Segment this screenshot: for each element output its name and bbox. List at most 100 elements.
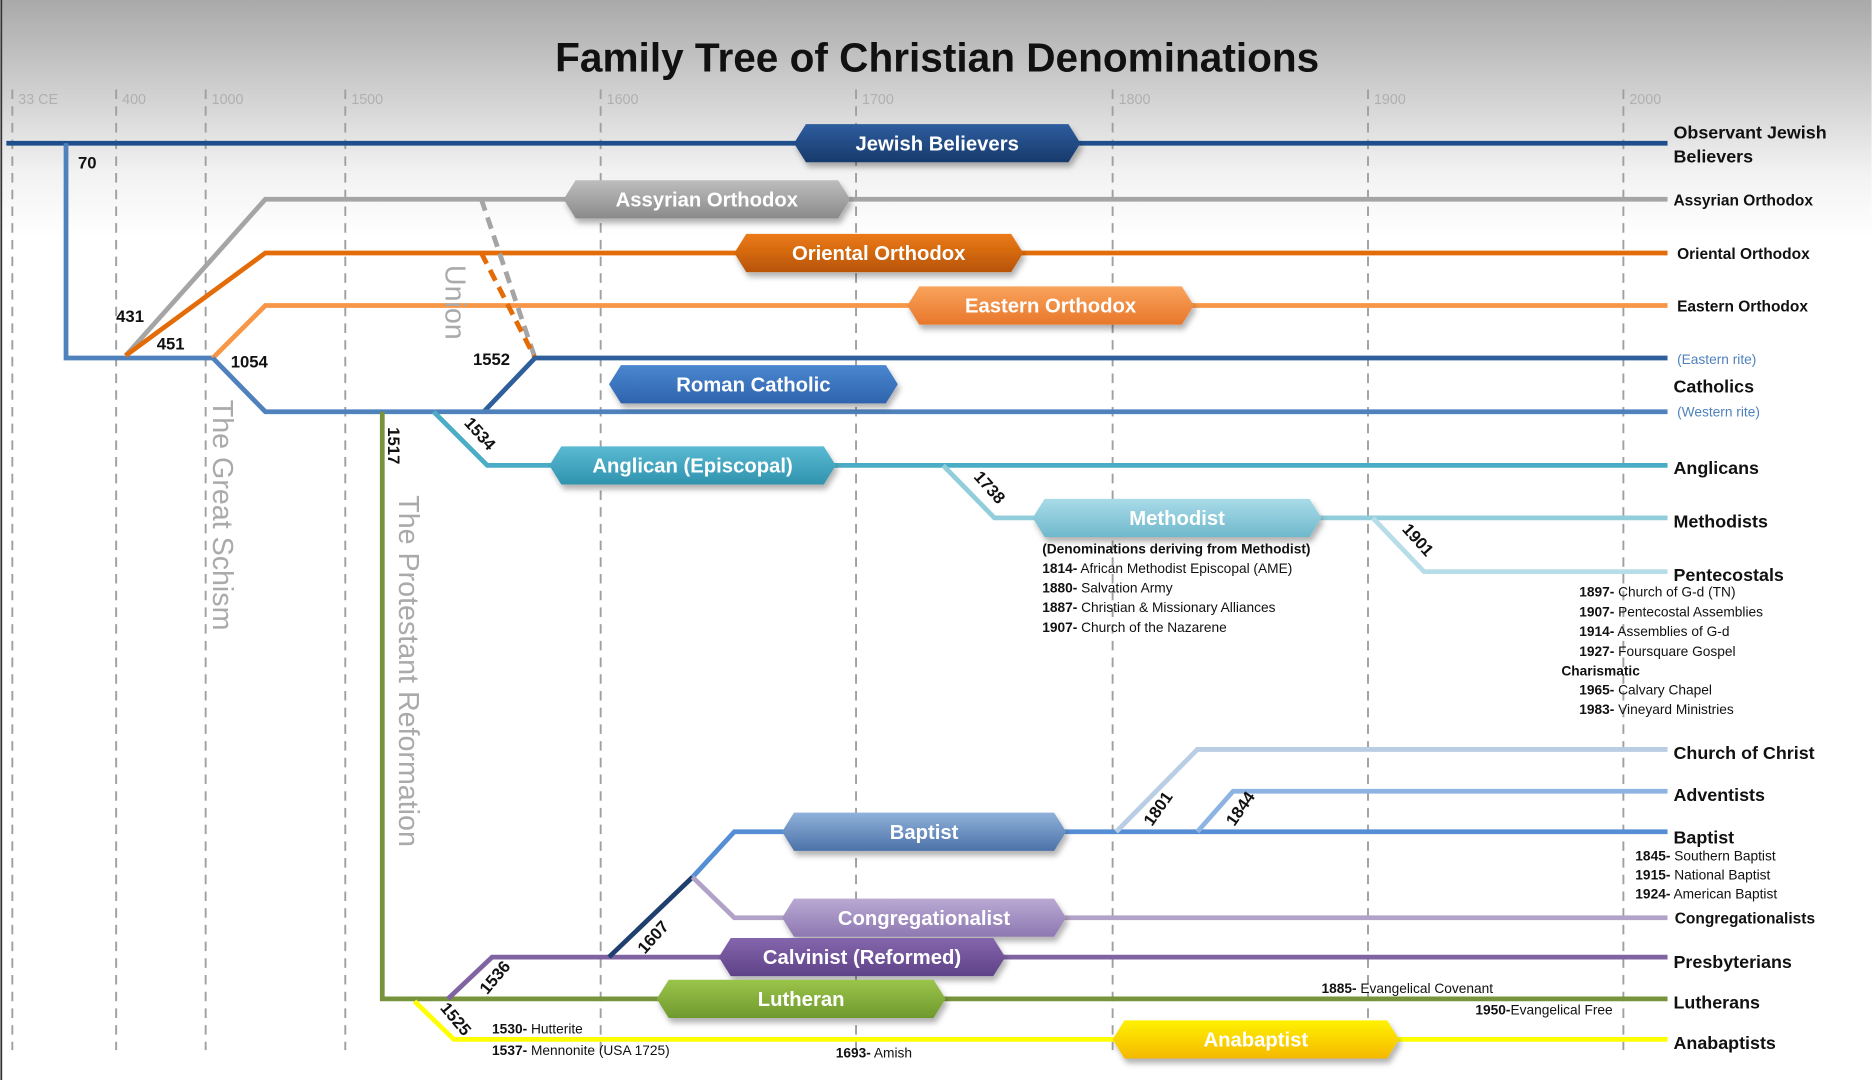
protestant-line: [379, 411, 1668, 1002]
note-year: 1983-: [1579, 702, 1615, 717]
note-year: 1845-: [1635, 848, 1671, 863]
note-name: Evangelical Free: [1510, 1002, 1613, 1017]
separatist-line: [607, 875, 695, 959]
eastern-line: [211, 303, 1668, 360]
note-year: 1814-: [1042, 561, 1078, 576]
box-shape: [782, 898, 1067, 937]
methodist-line: [941, 463, 1668, 521]
box-calvinist: Calvinist (Reformed): [718, 937, 1006, 977]
branch-lines: [6, 140, 1668, 1042]
note-year: 1927-: [1579, 644, 1615, 659]
box-oriental-orthodox: Oriental Orthodox: [734, 233, 1024, 273]
adventists-line: [1195, 788, 1668, 834]
box-label: Anglican (Episcopal): [592, 456, 792, 478]
box-label: Lutheran: [758, 989, 845, 1011]
eastern-rite-line: [481, 355, 1668, 414]
box-shape: [1032, 498, 1322, 538]
note-name: American Baptist: [1670, 887, 1777, 902]
note-item: 1914- Assemblies of G-d: [1579, 624, 1729, 639]
box-label: Anabaptist: [1203, 1030, 1308, 1052]
box-baptist: Baptist: [782, 812, 1067, 851]
end-baptist: Baptist: [1674, 828, 1735, 848]
box-eastern-orthodox: Eastern Orthodox: [907, 286, 1194, 325]
note-year: 1530-: [492, 1021, 528, 1036]
charismatic-notes: 1965- Calvary Chapel 1983- Vineyard Minis…: [1579, 683, 1734, 718]
note-name: Evangelical Covenant: [1357, 981, 1494, 996]
note-name: Christian & Missionary Alliances: [1077, 600, 1275, 615]
anabaptist-notes: 1530- Hutterite 1537- Mennonite (USA 1725…: [492, 1021, 912, 1060]
note-name: National Baptist: [1670, 868, 1770, 883]
charismatic-heading: Charismatic: [1561, 663, 1640, 678]
timeline-label: 1600: [607, 92, 639, 108]
end-anabaptists: Anabaptists: [1674, 1033, 1776, 1053]
end-observant-jewish: Observant Jewish: [1674, 122, 1827, 142]
note-item: 1885- Evangelical Covenant: [1321, 981, 1493, 996]
union-dash-gray: [479, 198, 538, 359]
note-name: Church of the Nazarene: [1077, 620, 1227, 635]
timeline-label: 2000: [1629, 92, 1661, 108]
pentecostal-line: [1371, 516, 1668, 575]
note-year: 1897-: [1579, 585, 1615, 600]
note-year: 1537-: [492, 1043, 528, 1058]
note-name: Foursquare Gospel: [1614, 644, 1735, 659]
end-methodists: Methodists: [1674, 511, 1768, 531]
note-item: 1897- Church of G-d (TN): [1579, 585, 1735, 600]
note-item: 1927- Foursquare Gospel: [1579, 644, 1735, 659]
methodist-notes-heading: (Denominations deriving from Methodist): [1042, 542, 1310, 557]
timeline-label: 1800: [1119, 92, 1151, 108]
note-item: 1907- Church of the Nazarene: [1042, 620, 1227, 635]
box-shape: [656, 979, 946, 1018]
box-label: Roman Catholic: [676, 374, 830, 396]
note-name: Hutterite: [527, 1021, 583, 1036]
assyrian-line: [123, 196, 1668, 358]
pentecostal-notes: 1897- Church of G-d (TN)1907- Pentecosta…: [1579, 585, 1763, 659]
end-anglicans: Anglicans: [1674, 458, 1760, 478]
end-labels: Observant Jewish Believers Assyrian Orth…: [1674, 122, 1827, 1053]
early-church-line: [63, 143, 216, 361]
box-methodist: Methodist: [1032, 498, 1322, 538]
box-shape: [718, 937, 1006, 977]
note-item: 1887- Christian & Missionary Alliances: [1042, 600, 1275, 615]
note-item: 1693- Amish: [836, 1045, 912, 1060]
box-shape: [793, 124, 1081, 163]
note-item: 1965- Calvary Chapel: [1579, 683, 1712, 698]
note-year: 1965-: [1579, 683, 1615, 698]
note-name: Amish: [871, 1045, 912, 1060]
note-item: 1880- Salvation Army: [1042, 581, 1173, 596]
end-eastern-rite: (Eastern rite): [1677, 352, 1756, 367]
oriental-line: [124, 250, 1668, 358]
box-label: Congregationalist: [838, 908, 1011, 930]
box-label: Methodist: [1129, 508, 1225, 530]
box-label: Jewish Believers: [856, 133, 1019, 155]
calvinist-line: [446, 954, 1668, 1001]
note-item: 1950-Evangelical Free: [1475, 1002, 1613, 1017]
box-shape: [734, 233, 1024, 273]
baptist-line: [690, 829, 1668, 879]
box-shape: [1112, 1020, 1400, 1059]
end-congregationalists: Congregationalists: [1675, 911, 1815, 928]
note-year: 1885-: [1321, 981, 1357, 996]
box-label: Assyrian Orthodox: [616, 189, 799, 211]
anglican-line: [431, 410, 1668, 468]
timeline-label: 33 CE: [18, 92, 58, 108]
note-year: 1693-: [836, 1045, 872, 1060]
box-shape: [782, 812, 1067, 851]
methodist-notes: (Denominations deriving from Methodist) …: [1042, 542, 1310, 635]
era-protestant-reformation: The Protestant Reformation: [392, 495, 424, 847]
box-shape: [549, 446, 836, 485]
timeline-label: 400: [122, 92, 146, 108]
year-1054: 1054: [231, 353, 269, 372]
diagram-title: Family Tree of Christian Denominations: [555, 35, 1319, 81]
timeline-label: 1000: [212, 92, 244, 108]
end-adventists: Adventists: [1674, 785, 1766, 805]
note-year: 1915-: [1635, 868, 1671, 883]
note-item: 1537- Mennonite (USA 1725): [492, 1043, 670, 1058]
year-451: 451: [157, 335, 185, 354]
congregational-line: [690, 875, 1668, 921]
year-1552: 1552: [473, 350, 510, 369]
note-name: African Methodist Episcopal (AME): [1077, 561, 1292, 576]
note-name: Assemblies of G-d: [1614, 624, 1729, 639]
note-name: Vineyard Ministries: [1614, 702, 1734, 717]
